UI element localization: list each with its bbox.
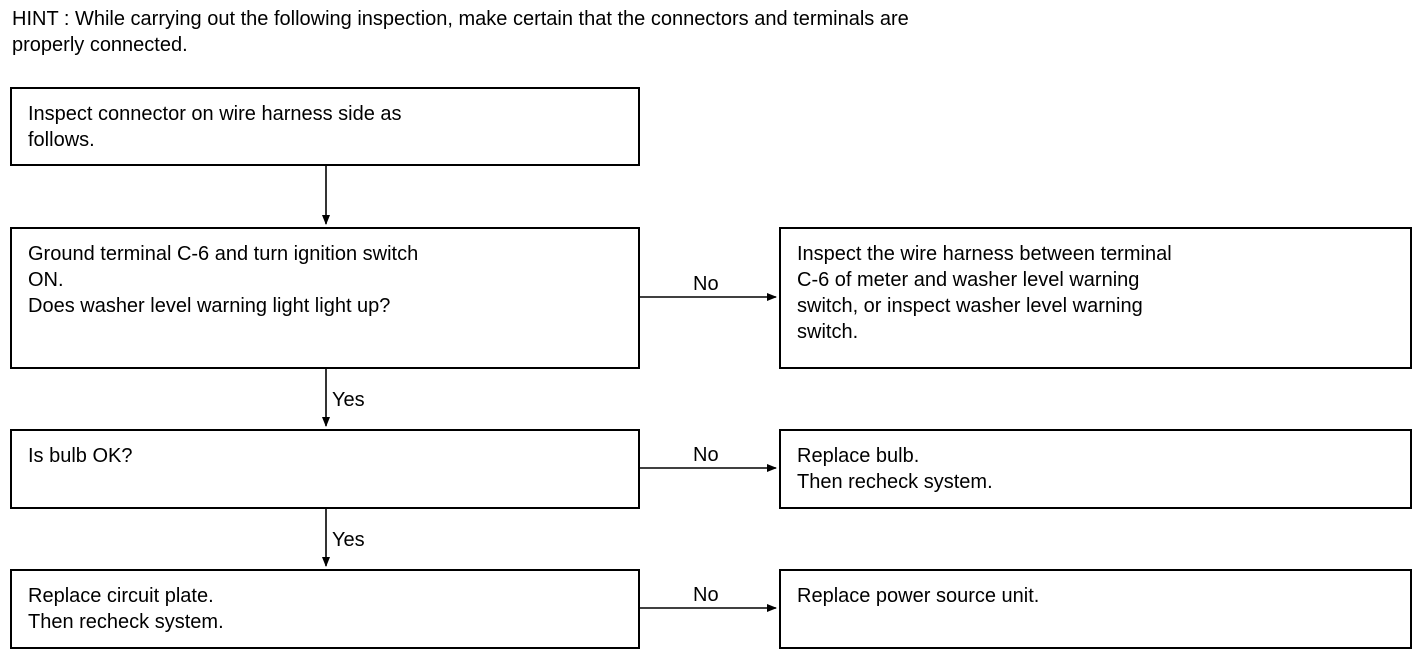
step1-box: Inspect connector on wire harness side a… [10,87,640,166]
no-label-3: No [693,584,719,606]
hint-text: HINT : While carrying out the following … [12,8,909,56]
step2-text: Ground terminal C-6 and turn ignition sw… [28,243,419,317]
step4-text: Replace circuit plate. Then recheck syst… [28,585,224,633]
step4-no-text: Replace power source unit. [797,585,1040,607]
step2-no-box: Inspect the wire harness between termina… [779,227,1412,369]
no-label-1: No [693,273,719,295]
step3-no-text: Replace bulb. Then recheck system. [797,445,993,493]
step3-box: Is bulb OK? [10,429,640,509]
step2-no-text: Inspect the wire harness between termina… [797,243,1172,343]
step2-box: Ground terminal C-6 and turn ignition sw… [10,227,640,369]
yes-label-2: Yes [332,529,365,551]
step4-no-box: Replace power source unit. [779,569,1412,649]
no-label-2: No [693,444,719,466]
step1-text: Inspect connector on wire harness side a… [28,103,402,151]
yes-label-1: Yes [332,389,365,411]
step3-no-box: Replace bulb. Then recheck system. [779,429,1412,509]
step4-box: Replace circuit plate. Then recheck syst… [10,569,640,649]
step3-text: Is bulb OK? [28,445,133,467]
